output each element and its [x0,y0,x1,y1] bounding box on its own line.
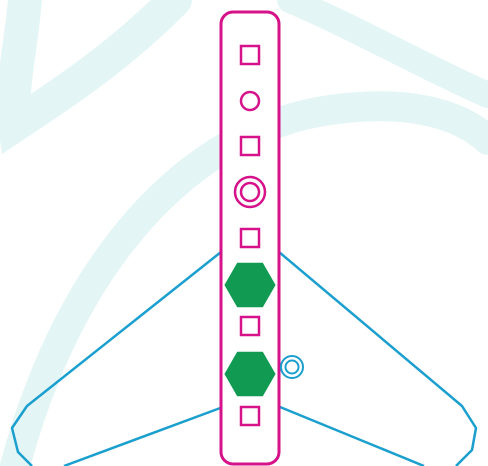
marker-outer-ring [281,356,303,378]
marker-inner-ring [286,361,299,374]
watermark-curve-left [14,0,175,125]
watermark-curve-right [290,0,488,95]
double-circle-icon[interactable] [281,356,303,378]
